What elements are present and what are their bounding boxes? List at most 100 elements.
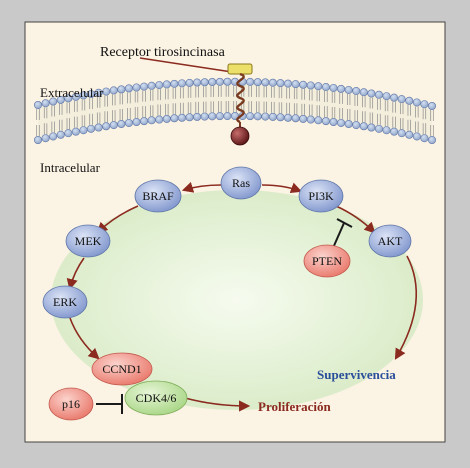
- lipid-head: [276, 79, 285, 88]
- lipid-head: [427, 136, 436, 145]
- lipid-head: [41, 99, 50, 108]
- lipid-head: [420, 100, 429, 109]
- lipid-head: [412, 98, 421, 107]
- lipid-head: [64, 129, 73, 138]
- inhibit-pten-pi3k: [332, 222, 345, 249]
- lipid-head: [367, 123, 376, 132]
- lipid-head: [185, 113, 194, 122]
- arrow-ras-pi3k: [261, 182, 303, 194]
- lipid-head: [170, 79, 179, 88]
- node-akt-label: AKT: [378, 234, 403, 248]
- receptor-transmembrane-helix: [236, 72, 245, 124]
- survival-label: Supervivencia: [317, 367, 396, 382]
- lipid-head: [382, 126, 391, 135]
- lipid-head: [359, 122, 368, 131]
- lipid-head: [49, 97, 58, 106]
- lipid-head: [261, 78, 270, 87]
- lipid-head: [185, 78, 194, 87]
- receptor-label: Receptor tirosincinasa: [100, 45, 226, 60]
- lipid-head: [337, 118, 346, 127]
- lipid-head: [193, 78, 202, 87]
- node-braf: BRAF: [134, 179, 182, 213]
- lipid-head: [374, 90, 383, 99]
- lipid-head: [132, 83, 141, 92]
- lipid-head: [79, 91, 88, 100]
- arrow-cdk-proliferation: [184, 397, 251, 412]
- lipid-head: [147, 81, 156, 90]
- lipid-head: [321, 117, 330, 126]
- lipid-head: [367, 89, 376, 98]
- lipid-head: [246, 112, 255, 121]
- lipid-head: [177, 79, 186, 88]
- lipid-head: [33, 136, 42, 145]
- lipid-head: [132, 118, 141, 127]
- receptor-tyrosine-kinase: [139, 57, 253, 146]
- lipid-head: [71, 127, 80, 136]
- lipid-head: [329, 83, 338, 92]
- lipid-head: [215, 112, 224, 121]
- lipid-head: [299, 114, 308, 123]
- lipid-head: [390, 93, 399, 102]
- lipid-head: [79, 126, 88, 135]
- arrow-erk-ccnd1: [69, 317, 100, 360]
- lipid-head: [64, 94, 73, 103]
- node-erk: ERK: [42, 285, 88, 319]
- lipid-head: [124, 118, 133, 127]
- node-erk-label: ERK: [53, 295, 77, 309]
- lipid-head: [109, 86, 118, 95]
- node-ras: Ras: [220, 166, 262, 200]
- lipid-head: [299, 80, 308, 89]
- node-mek-label: MEK: [75, 234, 102, 248]
- lipid-head: [397, 129, 406, 138]
- lipid-head: [155, 115, 164, 124]
- proliferation-label: Proliferación: [258, 399, 331, 414]
- lipid-head: [147, 116, 156, 125]
- lipid-head: [200, 112, 209, 121]
- node-ras-label: Ras: [232, 176, 250, 190]
- lipid-head: [321, 83, 330, 92]
- lipid-head: [208, 112, 217, 121]
- node-mek: MEK: [65, 224, 111, 258]
- lipid-head: [420, 134, 429, 143]
- lipid-head: [223, 112, 232, 121]
- pathway-arrows: [66, 181, 417, 412]
- lipid-head: [208, 78, 217, 87]
- intracellular-label: Intracelular: [40, 160, 101, 175]
- lipid-head: [382, 92, 391, 101]
- inhibition-lines: [96, 218, 353, 414]
- lipid-head: [374, 124, 383, 133]
- node-p16: p16: [48, 387, 94, 421]
- lipid-head: [33, 101, 42, 110]
- node-pi3k-label: PI3K: [308, 189, 334, 203]
- lipid-head: [291, 80, 300, 89]
- lipid-head: [306, 81, 315, 90]
- receptor-pointer-line: [139, 57, 233, 73]
- lipid-head: [140, 82, 149, 91]
- lipid-head: [71, 92, 80, 101]
- lipid-head: [352, 121, 361, 130]
- receptor-kinase-domain: [230, 126, 250, 146]
- node-pi3k: PI3K: [298, 179, 344, 213]
- arrow-ras-braf: [181, 181, 222, 193]
- node-akt: AKT: [368, 224, 412, 258]
- lipid-head: [284, 113, 293, 122]
- node-ccnd1-label: CCND1: [102, 362, 141, 376]
- lipid-head: [193, 112, 202, 121]
- lipid-head: [314, 82, 323, 91]
- lipid-head: [215, 77, 224, 86]
- lipid-head: [56, 95, 65, 104]
- lipid-head: [412, 132, 421, 141]
- lipid-head: [253, 112, 262, 121]
- arrow-pi3k-akt: [335, 205, 376, 234]
- cell-membrane: [33, 77, 436, 145]
- extracellular-label: Extracelular: [40, 85, 104, 100]
- lipid-head: [284, 79, 293, 88]
- lipid-head: [87, 90, 96, 99]
- lipid-head: [390, 127, 399, 136]
- lipid-head: [291, 114, 300, 123]
- lipid-head: [124, 84, 133, 93]
- lipid-head: [268, 112, 277, 121]
- arrow-mek-erk: [66, 257, 85, 291]
